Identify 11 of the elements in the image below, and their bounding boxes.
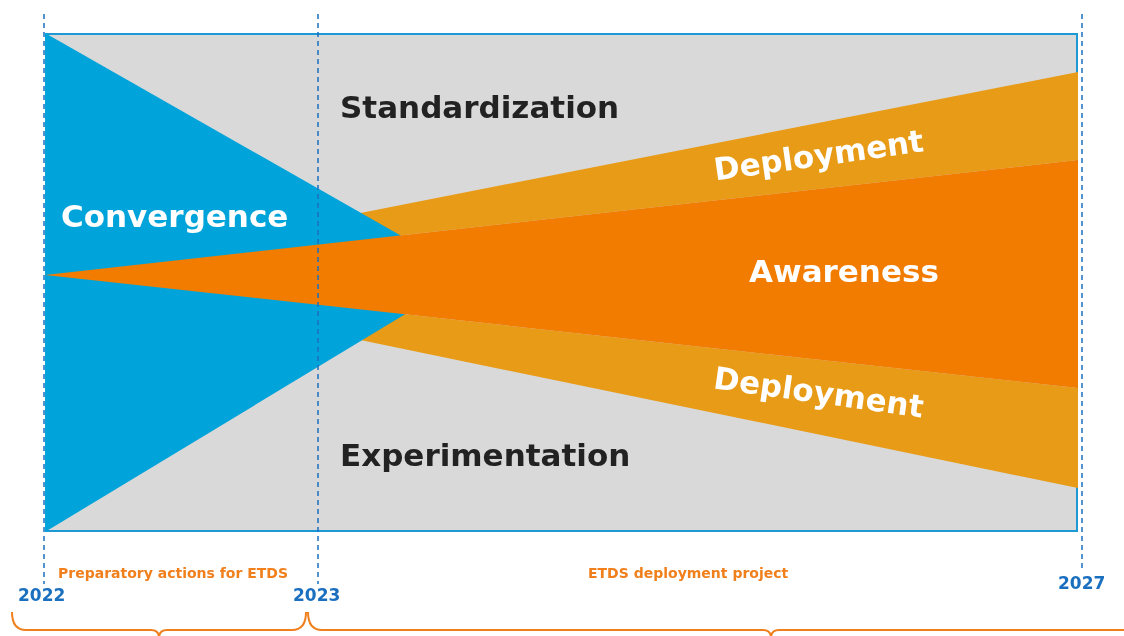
region-label: Experimentation [340, 440, 631, 471]
year-label: 2023 [293, 587, 341, 604]
year-label: 2022 [18, 587, 66, 604]
period-label: ETDS deployment project [588, 566, 789, 580]
wedge-label: Convergence [61, 201, 289, 232]
period-label: Preparatory actions for ETDS [58, 566, 289, 580]
wedge-label: Deployment [711, 362, 926, 423]
wedge-label: Deployment [711, 125, 926, 186]
region-label: Standardization [340, 92, 620, 123]
year-label: 2027 [1058, 575, 1106, 592]
wedge-label: Awareness [749, 256, 939, 287]
